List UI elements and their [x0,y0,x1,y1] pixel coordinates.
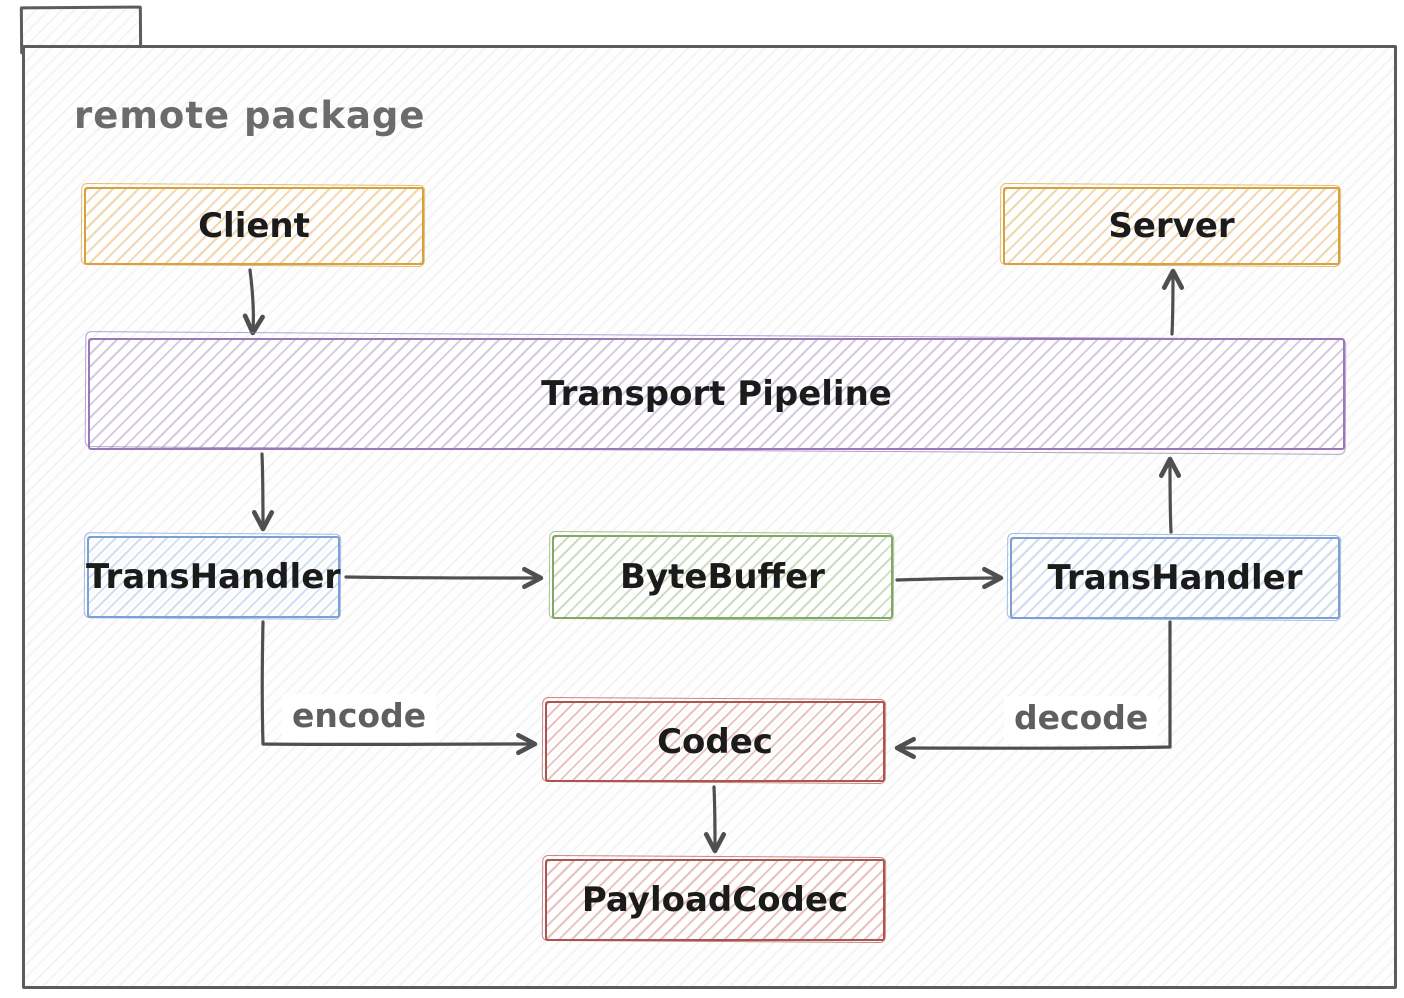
node-transhandler-right: TransHandler [1010,537,1340,619]
edge-label-decode: decode [1004,696,1159,744]
node-payloadcodec: PayloadCodec [545,859,885,941]
node-payloadcodec-label: PayloadCodec [581,880,849,920]
node-server-label: Server [1108,206,1235,246]
node-transhandler-left: TransHandler [85,536,342,618]
node-client: Client [84,187,424,265]
edge-label-encode: encode [282,694,437,742]
node-bytebuffer-label: ByteBuffer [620,557,825,597]
node-transhandler-left-label: TransHandler [85,557,342,597]
node-transport-pipeline: Transport Pipeline [88,338,1345,450]
node-codec-label: Codec [657,721,773,762]
node-client-label: Client [198,206,310,246]
node-codec: Codec [545,701,885,782]
node-transport-pipeline-label: Transport Pipeline [541,374,892,414]
node-server: Server [1003,187,1340,265]
node-transhandler-right-label: TransHandler [1047,558,1303,598]
package-title: remote package [74,94,426,137]
node-bytebuffer: ByteBuffer [552,535,893,619]
